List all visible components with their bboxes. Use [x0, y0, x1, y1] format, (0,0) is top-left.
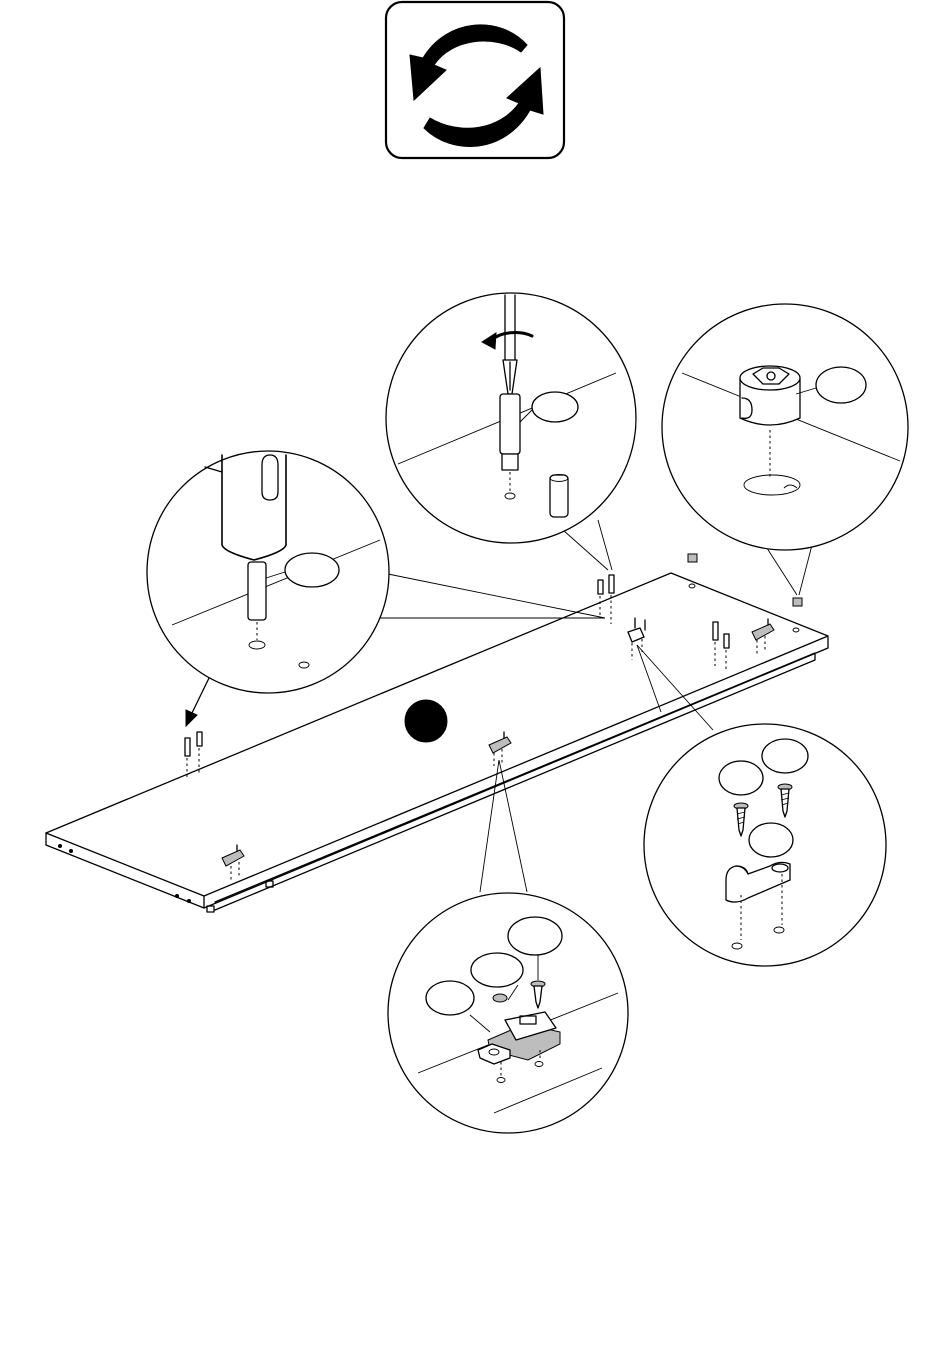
- step-marker: [405, 700, 447, 742]
- part-label-bubble: [285, 553, 339, 587]
- part-label-bubble: [816, 367, 866, 403]
- handle-clip-detail: [644, 724, 886, 966]
- part-label-bubble: [471, 953, 523, 987]
- dowel-detail: [147, 451, 389, 693]
- screwdriver-detail: [386, 293, 636, 543]
- rotate-arrows-icon: [386, 2, 564, 158]
- part-label-bubble: [426, 981, 474, 1015]
- part-label-bubble: [532, 392, 578, 422]
- part-label-bubble: [719, 761, 763, 795]
- part-label-bubble: [508, 917, 562, 955]
- part-label-bubble: [762, 739, 808, 773]
- cam-lock-detail: [662, 304, 908, 550]
- part-label-bubble: [749, 823, 793, 857]
- hinge-mount-detail: [388, 893, 628, 1133]
